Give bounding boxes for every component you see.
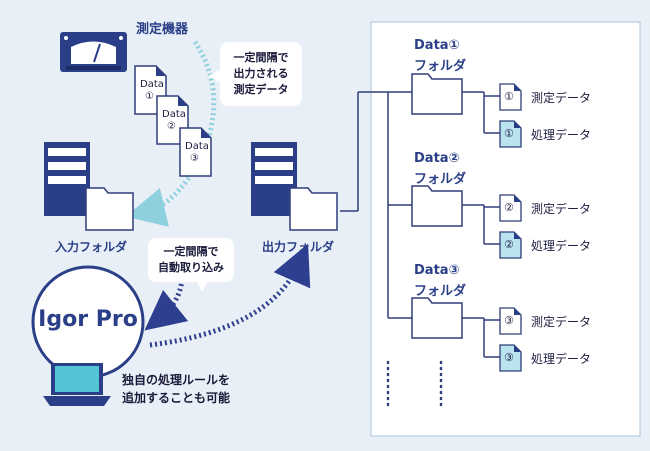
processed-data-label-2: 処理データ xyxy=(531,239,592,253)
processed-mark-2: ② xyxy=(504,238,514,251)
processed-mark-1: ① xyxy=(504,127,514,140)
input-folder-icon xyxy=(85,187,134,231)
data-folder-sub-3: フォルダ xyxy=(414,284,467,299)
file-label-3: Data xyxy=(185,141,209,152)
measure-file-icon-3 xyxy=(499,307,522,335)
data-folder-icon-1 xyxy=(411,73,463,115)
data-folder-icon-3 xyxy=(411,297,463,339)
file-label-1: Data xyxy=(140,79,164,90)
data-folder-title-2: Data② xyxy=(414,151,460,166)
measurement-device-icon xyxy=(60,32,127,72)
data-folder-sub-2: フォルダ xyxy=(414,172,467,187)
processed-file-icon-3 xyxy=(499,344,522,372)
file-icon-3 xyxy=(179,127,212,177)
bubble-line: 測定データ xyxy=(233,83,289,96)
device-label: 測定機器 xyxy=(136,22,189,37)
auto-import-bubble: 一定間隔で 自動取り込み xyxy=(148,238,234,282)
file-mark-1: ① xyxy=(145,91,154,102)
igor-caption: 独自の処理ルールを 追加することも可能 xyxy=(122,371,230,407)
bubble-tail xyxy=(196,280,208,292)
processed-mark-3: ③ xyxy=(504,351,514,364)
caption-line: 追加することも可能 xyxy=(122,391,231,405)
folder-tree-lines xyxy=(340,91,500,358)
output-folder-icon xyxy=(289,187,338,231)
measure-data-label-2: 測定データ xyxy=(531,202,592,216)
measure-mark-3: ③ xyxy=(504,314,514,327)
data-folder-icon-2 xyxy=(411,185,463,227)
file-mark-3: ③ xyxy=(190,153,199,164)
data-folder-title-1: Data① xyxy=(414,38,460,53)
file-label-2: Data xyxy=(162,109,186,120)
measure-data-label-1: 測定データ xyxy=(531,91,592,105)
processed-data-label-1: 処理データ xyxy=(531,128,592,142)
bubble-tail xyxy=(208,70,220,82)
data-folder-title-3: Data③ xyxy=(414,263,460,278)
measure-data-label-3: 測定データ xyxy=(531,315,592,329)
file-mark-2: ② xyxy=(167,121,176,132)
measure-bubble: 一定間隔で 出力される 測定データ xyxy=(220,42,302,106)
caption-line: 独自の処理ルールを xyxy=(122,373,231,387)
input-folder-label: 入力フォルダ xyxy=(55,240,128,254)
data-folder-sub-1: フォルダ xyxy=(414,59,467,74)
output-folder-label: 出力フォルダ xyxy=(262,240,335,254)
processed-file-icon-1 xyxy=(499,120,522,148)
processed-file-icon-2 xyxy=(499,231,522,259)
measure-mark-1: ① xyxy=(504,90,514,103)
igor-logo: Igor Pro xyxy=(38,307,138,332)
bubble-line: 一定間隔で xyxy=(163,245,219,258)
input-server-icon xyxy=(44,142,90,216)
laptop-icon xyxy=(43,363,111,406)
export-arrow xyxy=(149,243,311,348)
measure-file-icon-1 xyxy=(499,83,522,111)
measure-file-icon-2 xyxy=(499,194,522,222)
bubble-line: 一定間隔で xyxy=(233,51,289,64)
bubble-line: 自動取り込み xyxy=(158,261,224,274)
bubble-line: 出力される xyxy=(233,67,289,80)
processed-data-label-3: 処理データ xyxy=(531,352,592,366)
measure-mark-2: ② xyxy=(504,201,514,214)
